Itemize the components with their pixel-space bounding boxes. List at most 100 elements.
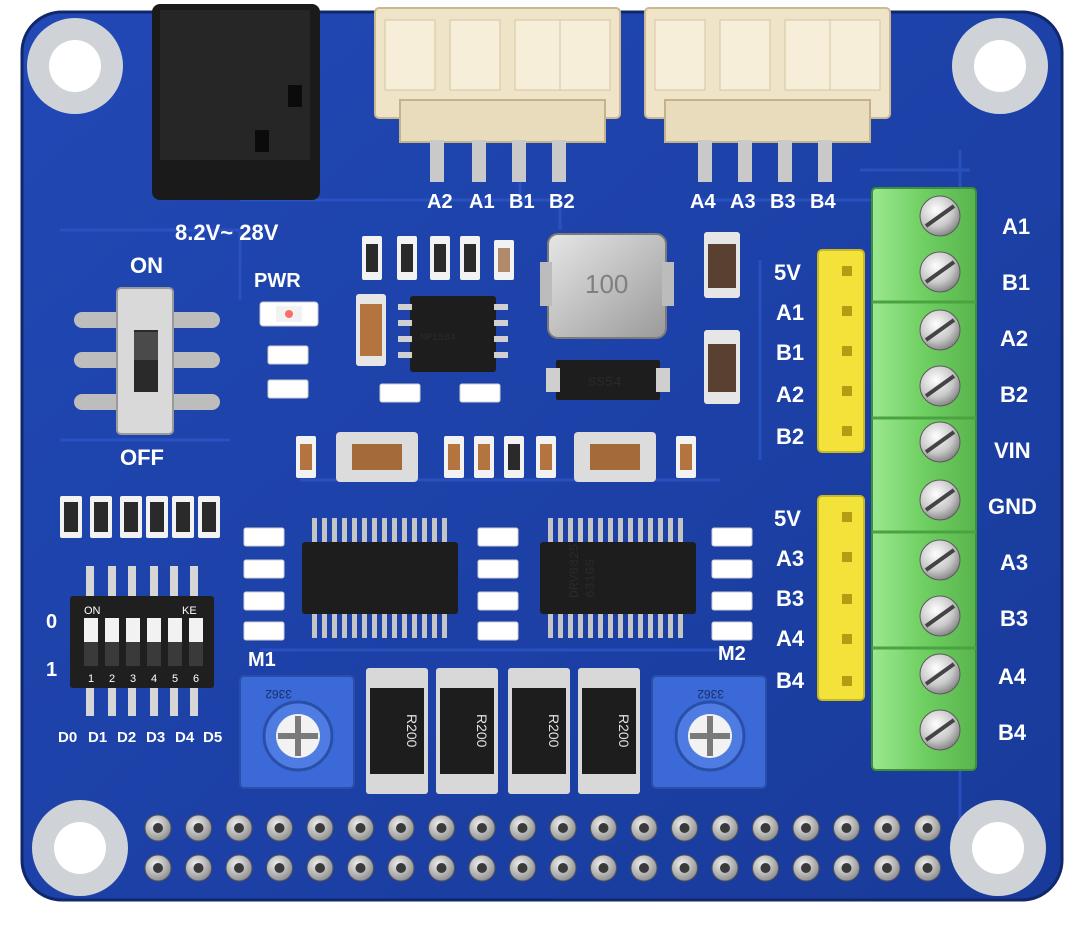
gpio-pin-hole (477, 863, 487, 873)
shunt-3-marking: R200 (546, 714, 562, 748)
gpio-pin-hole (193, 823, 204, 833)
dip-num-2: 2 (109, 673, 115, 685)
gpio-pin-hole (598, 823, 609, 833)
mounting-hole-top-left (27, 18, 123, 114)
gpio-pin-hole (234, 823, 244, 833)
pwr-label: PWR (254, 270, 301, 292)
terminal-screw-10[interactable] (919, 709, 961, 751)
dip-label-d0: D0 (58, 729, 77, 746)
switch-off-label: OFF (120, 445, 164, 470)
potentiometer-m1[interactable]: 3362 (239, 675, 355, 789)
gpio-pin-hole (153, 823, 163, 833)
dip-on-label: ON (84, 605, 101, 617)
capacitor-row (296, 432, 696, 482)
driver-marking: DRV8825 (567, 543, 582, 598)
terminal-screw-9[interactable] (919, 653, 961, 695)
dip-label-d5: D5 (203, 729, 222, 746)
terminal-screw-5[interactable] (919, 421, 961, 463)
dip-zero-label: 0 (46, 611, 57, 633)
pwr-led (259, 301, 319, 327)
dip-switch[interactable]: ON KE 1 2 3 4 5 6 (70, 566, 214, 716)
dip-num-4: 4 (151, 673, 157, 685)
terminal-screw-6[interactable] (919, 479, 961, 521)
terminal-label-a2: A2 (1000, 326, 1028, 351)
gpio-pin-hole (882, 863, 892, 873)
gpio-pin-hole (436, 863, 447, 873)
mounting-hole-top-right (952, 18, 1048, 114)
m2-label: M2 (718, 643, 746, 665)
gpio-pin-hole (153, 863, 163, 873)
conn-label-b1: B1 (509, 191, 535, 213)
shunt-resistor-4: R200 (578, 668, 640, 794)
conn-label-b2: B2 (549, 191, 575, 213)
gpio-pin-hole (517, 863, 528, 873)
gpio-pin-hole (477, 823, 487, 833)
shunt-resistor-2: R200 (436, 668, 498, 794)
gpio-pin-hole (679, 823, 690, 833)
dip-label-d2: D2 (117, 729, 136, 746)
terminal-label-a4: A4 (998, 664, 1027, 689)
conn-label-b4: B4 (810, 191, 836, 213)
gpio-pin-hole (396, 863, 406, 873)
gpio-pin-hole (841, 863, 852, 873)
gpio-pin-hole (396, 823, 406, 833)
dc-power-jack (152, 4, 320, 200)
dip-num-5: 5 (172, 673, 178, 685)
header-lower-5v: 5V (774, 506, 801, 531)
gpio-pin-hole (558, 863, 568, 873)
terminal-screw-7[interactable] (919, 539, 961, 581)
smd-resistors-mid (379, 383, 501, 403)
gpio-pin-hole (193, 863, 204, 873)
power-switch[interactable] (74, 287, 220, 435)
gpio-pin-hole (436, 823, 447, 833)
schottky-diode: SS54 (546, 360, 670, 400)
gpio-pin-hole (274, 863, 285, 873)
potentiometer-m2[interactable]: 3362 (651, 675, 767, 789)
switch-on-label: ON (130, 253, 163, 278)
gpio-pin-hole (720, 863, 730, 873)
pin-header-lower (817, 495, 865, 701)
terminal-screw-2[interactable] (919, 251, 961, 293)
driver-ic-m2: DRV8825 631G5 (540, 518, 696, 638)
gpio-pin-hole (315, 823, 325, 833)
gpio-pin-hole (922, 823, 933, 833)
terminal-label-b1: B1 (1002, 270, 1030, 295)
shunt-resistor-3: R200 (508, 668, 570, 794)
driver-resistors (243, 527, 753, 641)
mounting-hole-bottom-left (32, 800, 128, 896)
m1-label: M1 (248, 649, 276, 671)
terminal-screw-8[interactable] (919, 595, 961, 637)
gpio-pin-hole (517, 823, 528, 833)
gpio-pin-hole (355, 863, 366, 873)
smd-resistors-left (267, 345, 309, 399)
gpio-pin-hole (760, 823, 771, 833)
terminal-label-b2: B2 (1000, 382, 1028, 407)
terminal-screw-3[interactable] (919, 309, 961, 351)
dip-num-3: 3 (130, 673, 136, 685)
terminal-screw-4[interactable] (919, 365, 961, 407)
gpio-pin-hole (558, 823, 568, 833)
shunt-1-marking: R200 (404, 714, 420, 748)
header-upper-a2: A2 (776, 382, 804, 407)
driver-code: 631G5 (583, 559, 598, 598)
gpio-pin-hole (801, 863, 811, 873)
conn-label-a4: A4 (690, 191, 716, 213)
shunt-4-marking: R200 (616, 714, 632, 748)
header-lower-a3: A3 (776, 546, 804, 571)
gpio-header (144, 814, 941, 882)
gpio-pin-hole (598, 863, 609, 873)
terminal-screw-1[interactable] (919, 195, 961, 237)
conn-label-a3: A3 (730, 191, 756, 213)
terminal-label-a1: A1 (1002, 214, 1030, 239)
voltage-label: 8.2V~ 28V (175, 220, 279, 245)
header-upper-5v: 5V (774, 260, 801, 285)
pot-m2-marking: 3362 (697, 687, 724, 701)
smd-passives-upper (356, 236, 514, 366)
conn-label-b3: B3 (770, 191, 796, 213)
shunt-2-marking: R200 (474, 714, 490, 748)
gpio-pin-hole (801, 823, 811, 833)
dip-label-d3: D3 (146, 729, 165, 746)
header-upper-b1: B1 (776, 340, 804, 365)
conn-label-a2: A2 (427, 191, 453, 213)
